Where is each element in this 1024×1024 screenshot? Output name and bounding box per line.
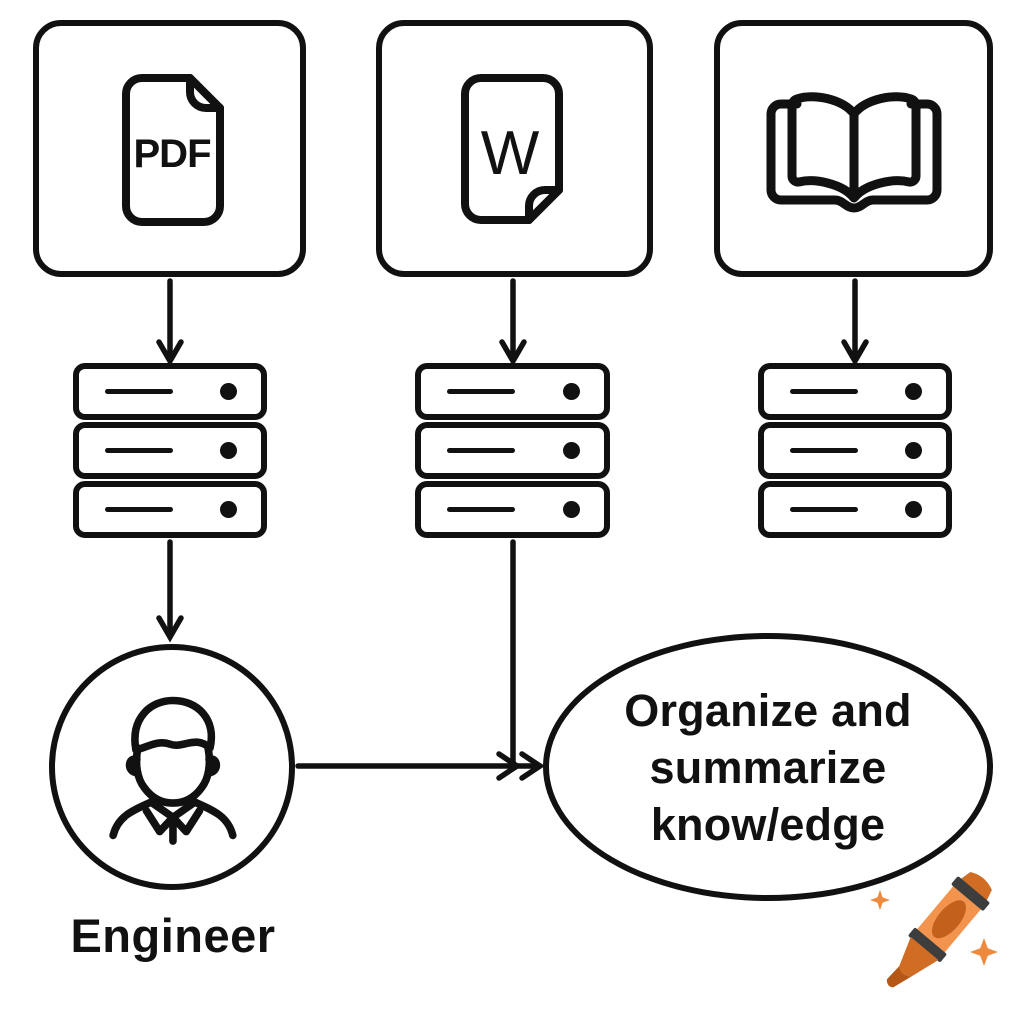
server-slot bbox=[105, 507, 173, 512]
word-document-icon: W bbox=[460, 73, 563, 224]
server-slot bbox=[105, 448, 173, 453]
server-slot bbox=[790, 507, 858, 512]
crayon-icon bbox=[870, 871, 998, 988]
arrowhead-icon bbox=[499, 339, 527, 367]
server-led-icon bbox=[220, 383, 237, 400]
server-row bbox=[415, 363, 610, 420]
server-slot bbox=[790, 389, 858, 394]
server-row bbox=[73, 363, 267, 420]
database-stack-word bbox=[415, 363, 610, 538]
open-book-icon bbox=[766, 91, 941, 212]
word-label: W bbox=[480, 119, 539, 188]
arrowhead-icon bbox=[519, 751, 545, 781]
output-text-line: summarize bbox=[649, 741, 887, 793]
server-led-icon bbox=[220, 501, 237, 518]
pdf-label: PDF bbox=[133, 132, 210, 176]
server-slot bbox=[790, 448, 858, 453]
server-led-icon bbox=[220, 442, 237, 459]
server-slot bbox=[447, 389, 515, 394]
server-row bbox=[73, 481, 267, 538]
sparkle-icon bbox=[970, 938, 998, 966]
server-row bbox=[415, 481, 610, 538]
server-led-icon bbox=[563, 383, 580, 400]
server-led-icon bbox=[563, 442, 580, 459]
server-row bbox=[415, 422, 610, 479]
arrowhead-icon bbox=[841, 339, 869, 367]
output-text-line: know/edge bbox=[650, 798, 886, 850]
pdf-document-icon: PDF bbox=[121, 73, 224, 226]
source-box-book bbox=[714, 20, 993, 277]
server-row bbox=[73, 422, 267, 479]
sparkle-icon bbox=[870, 890, 890, 910]
server-led-icon bbox=[905, 442, 922, 459]
server-slot bbox=[105, 389, 173, 394]
arrowhead-icon bbox=[156, 615, 184, 643]
crayon-body bbox=[886, 871, 992, 988]
server-row bbox=[758, 481, 952, 538]
database-stack-pdf bbox=[73, 363, 267, 538]
source-box-pdf: PDF bbox=[33, 20, 306, 277]
engineer-label: Engineer bbox=[70, 909, 276, 962]
person-icon bbox=[109, 696, 237, 845]
server-row bbox=[758, 422, 952, 479]
arrowhead-icon bbox=[496, 751, 522, 781]
server-led-icon bbox=[563, 501, 580, 518]
server-slot bbox=[447, 448, 515, 453]
output-ellipse: Organize and summarize know/edge bbox=[543, 633, 993, 901]
server-slot bbox=[447, 507, 515, 512]
server-row bbox=[758, 363, 952, 420]
server-led-icon bbox=[905, 383, 922, 400]
arrowhead-icon bbox=[156, 339, 184, 367]
source-box-word: W bbox=[376, 20, 653, 277]
output-text-line: Organize and bbox=[624, 684, 912, 736]
engineer-avatar bbox=[49, 644, 295, 890]
server-led-icon bbox=[905, 501, 922, 518]
database-stack-book bbox=[758, 363, 952, 538]
